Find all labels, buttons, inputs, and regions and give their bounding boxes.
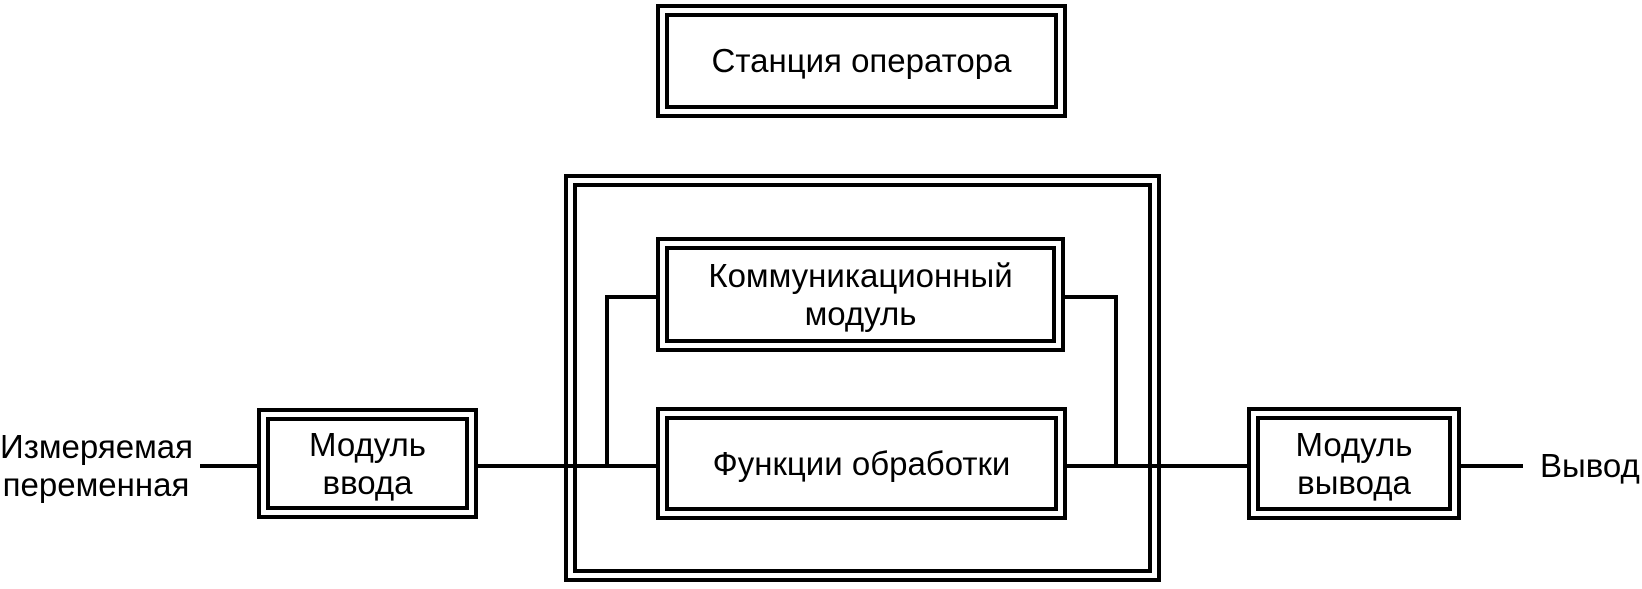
operator-station-box: Станция оператора xyxy=(656,4,1067,118)
communication-module-box: Коммуникационный модуль xyxy=(656,237,1065,352)
connector-comm-left-vertical xyxy=(605,295,609,468)
processing-functions-box: Функции обработки xyxy=(656,407,1067,520)
input-module-box: Модуль ввода xyxy=(257,408,478,519)
connector-comm-right-vertical xyxy=(1114,295,1118,468)
operator-station-label: Станция оператора xyxy=(711,42,1012,79)
output-module-box: Модуль вывода xyxy=(1247,407,1461,520)
output-module-label: Модуль вывода xyxy=(1295,425,1413,501)
connector-output-module-to-output xyxy=(1461,464,1523,468)
output-label: Вывод xyxy=(1540,447,1640,484)
processing-functions-label: Функции обработки xyxy=(712,444,1011,482)
connector-processing-to-output-module xyxy=(1067,464,1247,468)
measured-variable-label: Измеряемая переменная xyxy=(0,428,194,503)
connector-comm-left-horizontal xyxy=(605,295,656,299)
connector-input-to-processing xyxy=(478,464,656,468)
communication-module-label: Коммуникационный модуль xyxy=(708,256,1013,332)
connector-comm-right-horizontal xyxy=(1065,295,1118,299)
connector-measured-to-input xyxy=(200,464,257,468)
input-module-label: Модуль ввода xyxy=(309,425,426,501)
controller-frame xyxy=(564,174,1161,582)
